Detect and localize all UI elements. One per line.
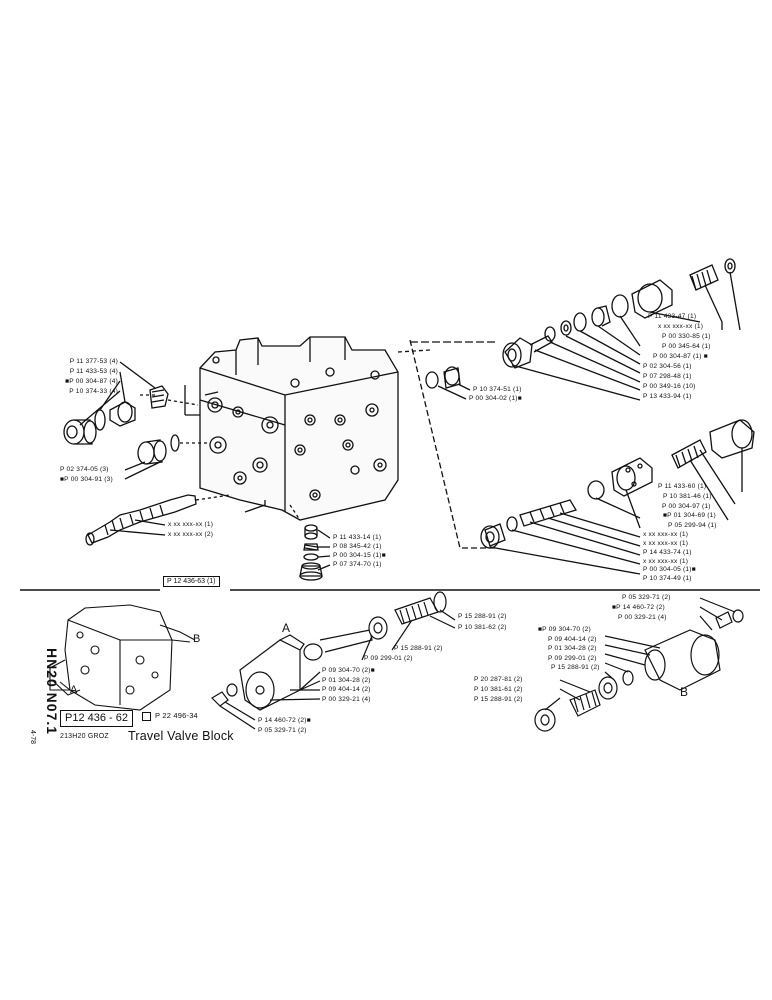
upper-right-cartridge <box>502 258 736 369</box>
label-bottom-center-1: P 11 433-14 (1) <box>333 534 382 541</box>
model-code: 213H20 GROZ <box>60 733 109 740</box>
label-b-lower-2: P 10 381-61 (2) <box>474 686 523 693</box>
label-b-lower-1: P 20 287-81 (2) <box>474 676 523 683</box>
label-left-2: P 11 433-53 (4) <box>69 368 118 375</box>
label-b-top-3: P 00 329-21 (4) <box>618 614 667 621</box>
assembly-b <box>534 597 744 732</box>
label-mr-4: ■P 01 304-69 (1) <box>663 512 716 519</box>
label-b-left-2: P 09 404-14 (2) <box>548 636 597 643</box>
part-number-box: P12 436 - 62 <box>60 710 133 727</box>
label-left2-1: P 02 374-05 (3) <box>60 466 109 473</box>
open-square-icon <box>142 711 151 721</box>
small-block-view <box>49 604 196 711</box>
label-b-top-1: P 05 329-71 (2) <box>622 594 671 601</box>
label-b-left-1: ■P 09 304-70 (2) <box>538 626 591 633</box>
label-a-10: P 05 329-71 (2) <box>258 727 307 734</box>
label-spool-2: x xx xxx-xx (2) <box>168 531 214 538</box>
label-a-9: P 14 460-72 (2)■ <box>258 717 311 724</box>
label-plug-2: P 00 304-02 (1)■ <box>469 395 522 402</box>
label-bottom-center-2: P 08 345-42 (1) <box>333 543 382 550</box>
side-date: 4-78 <box>29 730 36 745</box>
label-ur-3: P 00 330-85 (1) <box>662 333 711 340</box>
marker-b-small: B <box>193 633 201 645</box>
label-a-2: P 10 381-62 (2) <box>458 624 507 631</box>
label-mr-2: P 10 381-46 (1) <box>663 493 712 500</box>
label-left-1: P 11 377-53 (4) <box>69 358 118 365</box>
main-reference-box: P 12 436-63 (1) <box>163 576 220 587</box>
bottom-center-stack <box>289 504 323 581</box>
label-mr-9: x xx xxx-xx (1) <box>643 558 689 565</box>
page-title: Travel Valve Block <box>128 729 234 743</box>
label-b-lower-3: P 15 288-91 (2) <box>474 696 523 703</box>
plug-right <box>397 341 495 389</box>
alt-part-text: P 22 496-34 <box>155 711 198 720</box>
label-ur-8: P 00 349-16 (10) <box>643 383 696 390</box>
label-b-left-3: P 01 304-28 (2) <box>548 645 597 652</box>
label-mr-11: P 10 374-49 (1) <box>643 575 692 582</box>
marker-a: A <box>282 621 291 635</box>
label-ur-7: P 07 298-48 (1) <box>643 373 692 380</box>
side-code-text: HN20 N07.1 <box>44 648 60 736</box>
label-left-4: P 10 374-33 (4) <box>69 388 118 395</box>
label-ur-6: P 02 304-56 (1) <box>643 363 692 370</box>
side-code: HN20 N07.1 <box>44 648 60 758</box>
label-mr-5: P 05 299-94 (1) <box>668 522 717 529</box>
label-a-8: P 00 329-21 (4) <box>322 696 371 703</box>
assembly-a <box>211 591 456 730</box>
mid-right-cartridge <box>480 419 755 549</box>
label-plug-1: P 10 374-51 (1) <box>473 386 522 393</box>
label-ur-9: P 13 433-94 (1) <box>643 393 692 400</box>
marker-a-small: A <box>70 684 78 696</box>
label-left-3: ■P 00 304-87 (4) <box>65 378 118 385</box>
label-bottom-center-4: P 07 374-70 (1) <box>333 561 382 568</box>
label-ur-1: P 11 433-47 (1) <box>648 313 697 320</box>
left-plug-2 <box>137 434 210 465</box>
label-ur-4: P 00 345-64 (1) <box>662 343 711 350</box>
label-a-3: P 15 288-91 (2) <box>394 645 443 652</box>
label-a-7: P 09 404-14 (2) <box>322 686 371 693</box>
marker-b: B <box>680 685 689 699</box>
label-a-4: P 09 299-01 (2) <box>364 655 413 662</box>
label-a-5: P 09 304-70 (2)■ <box>322 667 375 674</box>
label-a-6: P 01 304-28 (2) <box>322 677 371 684</box>
alt-part: P 22 496-34 <box>142 711 198 721</box>
valve-block-body <box>199 336 399 521</box>
label-a-1: P 15 288-91 (2) <box>458 613 507 620</box>
label-b-left-4: P 09 299-01 (2) <box>548 655 597 662</box>
label-ur-5: P 00 304-87 (1) ■ <box>653 353 708 360</box>
label-mr-7: x xx xxx-xx (1) <box>643 540 689 547</box>
label-mr-8: P 14 433-74 (1) <box>643 549 692 556</box>
label-b-top-2: ■P 14 460-72 (2) <box>612 604 665 611</box>
label-mr-10: P 00 304-05 (1)■ <box>643 566 696 573</box>
label-mr-3: P 00 304-97 (1) <box>662 503 711 510</box>
label-ur-2: x xx xxx-xx (1) <box>658 323 704 330</box>
label-mr-1: P 11 433-60 (1) <box>658 483 707 490</box>
label-bottom-center-3: P 00 304-15 (1)■ <box>333 552 386 559</box>
label-mr-6: x xx xxx-xx (1) <box>643 531 689 538</box>
label-b-left-5: P 15 288-91 (2) <box>551 664 600 671</box>
label-spool-1: x xx xxx-xx (1) <box>168 521 214 528</box>
label-left2-2: ■P 00 304-91 (3) <box>60 476 113 483</box>
